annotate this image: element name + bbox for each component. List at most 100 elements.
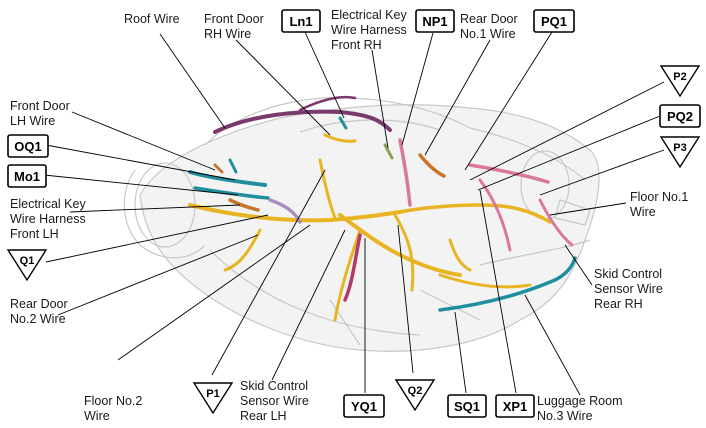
leader-skid-lh: [271, 229, 346, 381]
connector-xp1: XP1: [495, 394, 535, 418]
leader-p1: [211, 169, 326, 376]
lavender-harness: [268, 198, 302, 224]
svg-text:PQ1: PQ1: [541, 14, 567, 29]
triangle-p1: P1: [192, 382, 234, 415]
orange-right-harness: [418, 153, 446, 178]
connector-np1: NP1: [415, 9, 455, 33]
svg-text:Ln1: Ln1: [289, 14, 312, 29]
leader-roof-wire: [159, 33, 226, 129]
floor-center-harness: [338, 213, 462, 277]
leader-q2: [397, 224, 414, 374]
svg-text:P2: P2: [673, 71, 686, 83]
leader-rear-door-no1: [424, 39, 491, 156]
trunk-line: [469, 127, 586, 181]
leader-q1: [45, 214, 269, 263]
wire-label-ek-front-lh: Electrical Key Wire Harness Front LH: [10, 197, 86, 241]
floor-line: [419, 289, 481, 321]
connector-mo1: Mo1: [7, 164, 47, 188]
floor-no1-harness: [398, 203, 552, 224]
harnesses: [188, 95, 577, 322]
svg-text:RH Wire: RH Wire: [204, 27, 251, 41]
svg-text:Wire Harness: Wire Harness: [331, 23, 407, 37]
dash-teal-harness: [193, 186, 270, 200]
leader-floor-no1: [549, 202, 627, 216]
wire-label-luggage-no3: Luggage Room No.3 Wire: [537, 394, 622, 423]
svg-text:Front RH: Front RH: [331, 38, 382, 52]
wire-label-floor-no2: Floor No.2 Wire: [84, 394, 142, 423]
leader-rear-door-no2: [57, 234, 259, 316]
svg-text:P3: P3: [673, 142, 686, 154]
svg-text:No.1 Wire: No.1 Wire: [460, 27, 516, 41]
leader-pq2: [477, 115, 661, 191]
luggage-harness-yellow: [438, 273, 532, 289]
tail-light: [554, 199, 591, 226]
floor-branch-harness: [448, 238, 472, 272]
triangle-q2: Q2: [394, 379, 436, 412]
wire-label-rear-door-no1: Rear Door No.1 Wire: [460, 12, 518, 41]
svg-text:Q2: Q2: [408, 385, 423, 397]
windshield-line: [299, 119, 441, 133]
svg-text:Front LH: Front LH: [10, 227, 59, 241]
svg-text:Wire: Wire: [630, 205, 656, 219]
leader-p3: [539, 149, 665, 196]
floor-no2-harness: [188, 203, 402, 223]
ek-front-lh-harness: [228, 198, 260, 212]
svg-text:Skid Control: Skid Control: [594, 267, 662, 281]
leader-front-door-rh: [235, 39, 331, 136]
svg-text:Luggage Room: Luggage Room: [537, 394, 622, 408]
svg-text:Sensor Wire: Sensor Wire: [594, 282, 663, 296]
leader-ln1: [304, 31, 345, 119]
svg-text:Electrical Key: Electrical Key: [331, 8, 407, 22]
leader-skid-rh: [564, 244, 593, 286]
triangle-p2: P2: [659, 65, 701, 98]
svg-text:Front Door: Front Door: [10, 99, 70, 113]
leader-sq1: [454, 311, 467, 394]
leader-front-door-lh: [71, 111, 216, 171]
triangle-q1: Q1: [6, 249, 48, 282]
triangle-p3: P3: [659, 136, 701, 169]
svg-text:Mo1: Mo1: [14, 169, 40, 184]
pink-floor-harness: [468, 163, 550, 184]
wire-label-skid-rh: Skid Control Sensor Wire Rear RH: [594, 267, 663, 311]
magenta-harness: [343, 233, 362, 302]
leader-lines: [43, 31, 665, 396]
center-vertical-harness: [318, 158, 337, 220]
svg-text:Q1: Q1: [20, 255, 35, 267]
svg-text:SQ1: SQ1: [454, 399, 480, 414]
svg-text:Floor No.2: Floor No.2: [84, 394, 142, 408]
connector-pq1: PQ1: [533, 9, 575, 33]
svg-text:NP1: NP1: [422, 14, 447, 29]
rear-door-no1-harness: [398, 138, 412, 207]
svg-text:Rear Door: Rear Door: [460, 12, 518, 26]
svg-text:Rear Door: Rear Door: [10, 297, 68, 311]
wire-label-floor-no1: Floor No.1 Wire: [630, 190, 688, 219]
leader-ek-front-lh: [69, 204, 241, 213]
front-wheel-arch: [123, 169, 206, 259]
pink-drop-harness: [478, 178, 512, 252]
svg-text:Front Door: Front Door: [204, 12, 264, 26]
svg-text:P1: P1: [206, 388, 219, 400]
leader-np1: [401, 32, 434, 146]
svg-text:Wire Harness: Wire Harness: [10, 212, 86, 226]
roof-wire-branch: [298, 95, 357, 112]
connector-pq2: PQ2: [659, 104, 701, 128]
svg-text:Rear RH: Rear RH: [594, 297, 643, 311]
luggage-no3-harness: [438, 256, 577, 312]
leader-pq1: [464, 31, 553, 171]
green-connector: [383, 143, 394, 160]
svg-text:Sensor Wire: Sensor Wire: [240, 394, 309, 408]
front-door-rh-harness: [323, 133, 357, 143]
svg-text:Skid Control: Skid Control: [240, 379, 308, 393]
svg-text:Electrical Key: Electrical Key: [10, 197, 86, 211]
wire-label-front-door-rh: Front Door RH Wire: [204, 12, 264, 41]
svg-text:LH Wire: LH Wire: [10, 114, 55, 128]
svg-text:YQ1: YQ1: [351, 399, 377, 414]
svg-text:Wire: Wire: [84, 409, 110, 423]
roof-wire-harness: [213, 109, 392, 134]
svg-text:PQ2: PQ2: [667, 109, 693, 124]
center-drop-harness: [393, 213, 415, 292]
front-door-lh-harness: [188, 170, 267, 187]
orange-connector-left: [213, 163, 224, 174]
connector-yq1: YQ1: [343, 394, 385, 418]
